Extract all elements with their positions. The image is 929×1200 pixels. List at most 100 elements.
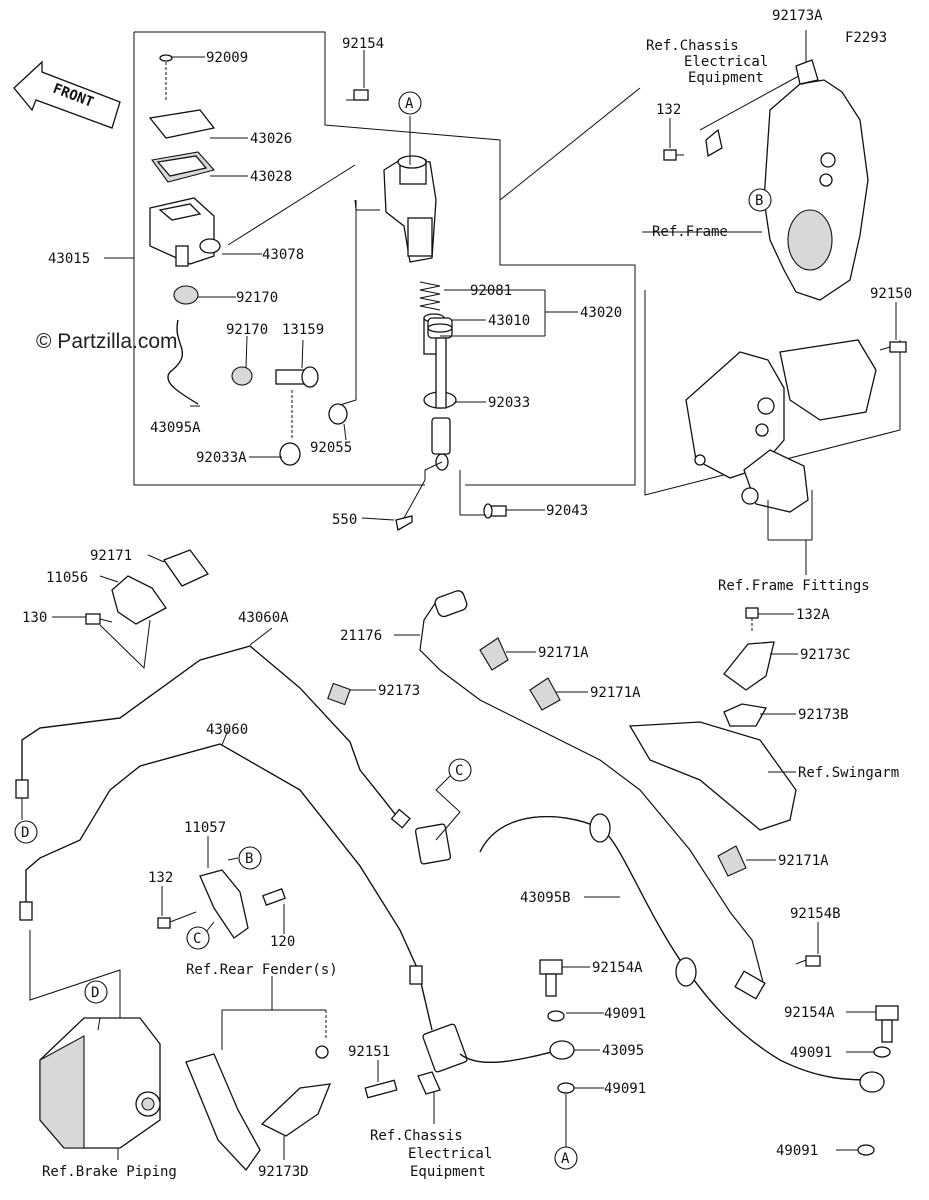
label-92150: 92150: [870, 286, 912, 302]
clamp-92173D-part: [260, 1083, 332, 1160]
master-cylinder-body-part: [339, 116, 437, 406]
callout-b-frame: B: [748, 188, 772, 212]
bolt-92154A-1-part: [539, 959, 590, 997]
clamp-92170-part: [173, 285, 199, 305]
ref-brake-piping: Ref.Brake Piping: [42, 1164, 177, 1180]
pin-92043-part: [459, 470, 507, 519]
clamp-92171A-2-part: [529, 677, 588, 711]
label-92154B: 92154B: [790, 906, 841, 922]
label-92154A-2: 92154A: [784, 1005, 835, 1021]
clamp-92173C-part: [723, 641, 798, 691]
svg-text:D: D: [91, 985, 99, 1001]
label-92173B: 92173B: [798, 707, 849, 723]
washer-49091-b-part: [557, 1082, 604, 1148]
clamp-92173B-part: [723, 703, 796, 727]
callout-c-hose: C: [435, 758, 472, 841]
callout-c-bracket: C: [186, 926, 210, 950]
watermark: © Partzilla.com: [36, 330, 178, 353]
brake-pipe-43060A-part: [15, 627, 411, 829]
label-11056: 11056: [46, 570, 88, 586]
svg-text:A: A: [561, 1151, 570, 1167]
screw-92009-part: [159, 54, 173, 100]
frame-part: [642, 61, 869, 301]
bolt-92151-part: [364, 1060, 441, 1124]
callout-d-abs: D: [84, 980, 108, 1004]
label-92033A: 92033A: [196, 450, 247, 466]
rear-fender-part: [185, 976, 329, 1172]
joint-43095-part: [422, 1023, 600, 1073]
label-92171: 92171: [90, 548, 132, 564]
label-92171A-2: 92171A: [590, 685, 641, 701]
label-92173C: 92173C: [800, 647, 851, 663]
clamp-92171A-3-part: [717, 845, 776, 877]
label-92173A: 92173A: [772, 8, 823, 24]
label-43095: 43095: [602, 1043, 644, 1059]
label-43028: 43028: [250, 169, 292, 185]
label-13159: 13159: [282, 322, 324, 338]
master-cylinder-group-frame: [104, 31, 636, 486]
ref-chassis-bottom-line3: Equipment: [410, 1164, 486, 1180]
label-43060: 43060: [206, 722, 248, 738]
reservoir-43078-part: [149, 197, 221, 267]
callout-b-bracket: B: [238, 846, 262, 870]
label-43010: 43010: [488, 313, 530, 329]
label-43060A: 43060A: [238, 610, 289, 626]
label-92171A-3: 92171A: [778, 853, 829, 869]
clamp-92171A-1-part: [479, 637, 536, 671]
bolt-92154-part: [346, 89, 369, 101]
label-43026: 43026: [250, 131, 292, 147]
label-43095B: 43095B: [520, 890, 571, 906]
ref-chassis-bottom-line2: Electrical: [408, 1146, 492, 1162]
svg-text:C: C: [193, 931, 201, 947]
grommet-92173-part: [327, 682, 376, 706]
bolt-92150-part: [879, 302, 907, 353]
label-92173D: 92173D: [258, 1164, 309, 1180]
label-11057: 11057: [184, 820, 226, 836]
brake-pipe-43060-part: [19, 729, 433, 1031]
ref-chassis-bottom-line1: Ref.Chassis: [370, 1128, 463, 1144]
clamp-92170b-part: [231, 366, 253, 386]
label-49091-c: 49091: [790, 1045, 832, 1061]
bolt-132-top-part: [663, 118, 723, 161]
bolt-130-part: [52, 613, 151, 670]
label-43020: 43020: [580, 305, 622, 321]
svg-text:B: B: [245, 851, 253, 867]
label-21176: 21176: [340, 628, 382, 644]
part-labels: 92009 92154 43026 43028 43015 43078 9217…: [22, 8, 912, 1180]
bracket-11057-part: [199, 836, 249, 939]
label-43078: 43078: [262, 247, 304, 263]
svg-text:A: A: [405, 96, 414, 112]
circlip-92033A-part: [279, 390, 301, 466]
cap-43026-part: [148, 109, 216, 139]
hose-21176-part: [394, 590, 766, 1000]
diagram-code: F2293: [845, 30, 887, 46]
ref-chassis-top-line1: Ref.Chassis: [646, 38, 739, 54]
ref-frame-fittings: Ref.Frame Fittings: [718, 578, 870, 594]
label-92151: 92151: [348, 1044, 390, 1060]
label-49091-d: 49091: [776, 1143, 818, 1159]
callout-a-bottom: A: [554, 1146, 578, 1170]
label-92009: 92009: [206, 50, 248, 66]
bolt-132A-part: [745, 607, 794, 632]
bracket-11056-part: [99, 575, 167, 625]
label-132A: 132A: [796, 607, 830, 623]
label-132-top: 132: [656, 102, 681, 118]
diaphragm-43028-part: [151, 151, 216, 183]
ref-frame: Ref.Frame: [652, 224, 728, 240]
leaders-master-group: [172, 50, 578, 521]
label-43095A: 43095A: [150, 420, 201, 436]
svg-text:B: B: [755, 193, 763, 209]
label-92170-b: 92170: [226, 322, 268, 338]
svg-text:C: C: [455, 763, 463, 779]
label-92043: 92043: [546, 503, 588, 519]
label-92081: 92081: [470, 283, 512, 299]
washer-49091-d-part: [836, 1144, 875, 1156]
cotter-pin-550-part: [395, 461, 443, 532]
abs-unit-part: [29, 930, 161, 1160]
callout-d-left: D: [14, 820, 38, 844]
spring-92081-part: [419, 281, 441, 311]
label-92154: 92154: [342, 36, 384, 52]
label-43015: 43015: [48, 251, 90, 267]
